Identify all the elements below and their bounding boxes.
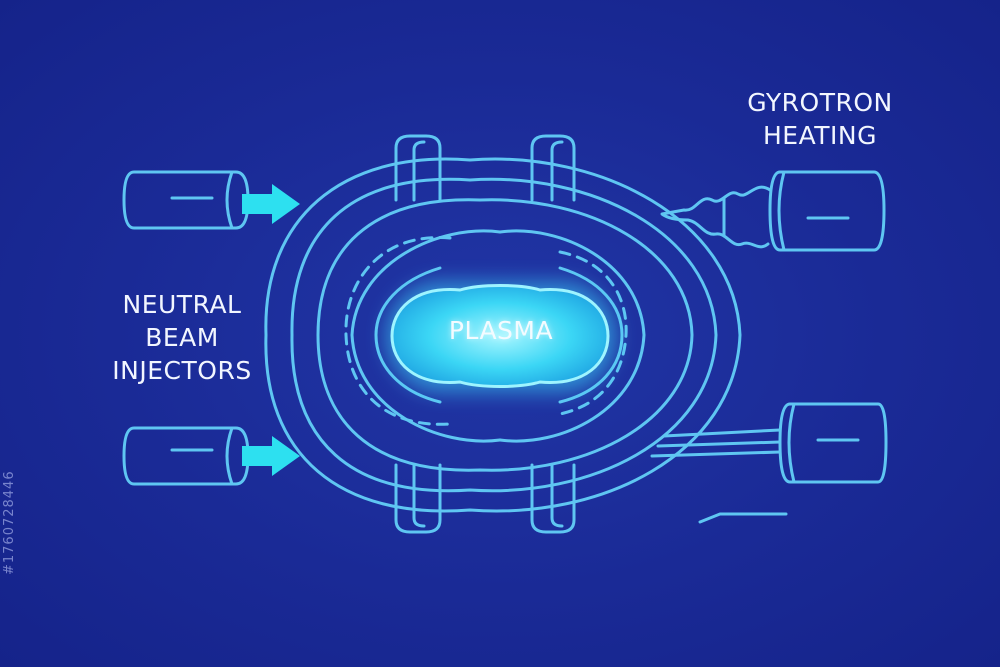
stock-watermark-id: #1760728446: [2, 470, 17, 576]
nbi-label-line-1: NEUTRAL: [122, 290, 242, 319]
bottom-left-coil-tab: [394, 463, 442, 534]
injection-arrow-bottom: [242, 436, 300, 476]
field-line-left-dashed: [344, 236, 452, 426]
injector-canister-top: [122, 170, 250, 230]
top-left-coil-tab: [394, 134, 442, 202]
outer-coil-ring-3: [316, 198, 694, 472]
plasma-core: [390, 284, 610, 388]
gyrotron-label-line-2: HEATING: [763, 121, 877, 150]
bottom-right-coil-tab: [530, 463, 576, 534]
neutral-beam-injectors-label: NEUTRAL BEAM INJECTORS: [92, 288, 272, 387]
gyrotron-beam-lines: [650, 428, 788, 524]
nbi-label-line-3: INJECTORS: [112, 356, 252, 385]
outer-coil-ring-1: [264, 157, 742, 513]
gyrotron-label-line-1: GYROTRON: [747, 88, 893, 117]
injector-arrows: [242, 184, 300, 476]
gyrotron-canister-top: [768, 170, 886, 252]
inner-coil-right: [498, 229, 646, 443]
gyrotron-heating-label: GYROTRON HEATING: [700, 86, 940, 152]
plasma-label: PLASMA: [448, 316, 554, 345]
inner-coil-right-2: [558, 266, 624, 404]
field-line-right-dashed: [558, 250, 628, 416]
nbi-label-line-2: BEAM: [145, 323, 219, 352]
rf-heating-wave: [660, 185, 772, 249]
inner-coil-left-2: [374, 266, 442, 404]
top-right-coil-tab: [530, 134, 576, 202]
gyrotron-canister-bottom: [778, 402, 888, 484]
outer-coil-ring-2: [290, 177, 718, 493]
injector-canister-bottom: [122, 426, 250, 486]
injection-arrow-top: [242, 184, 300, 224]
